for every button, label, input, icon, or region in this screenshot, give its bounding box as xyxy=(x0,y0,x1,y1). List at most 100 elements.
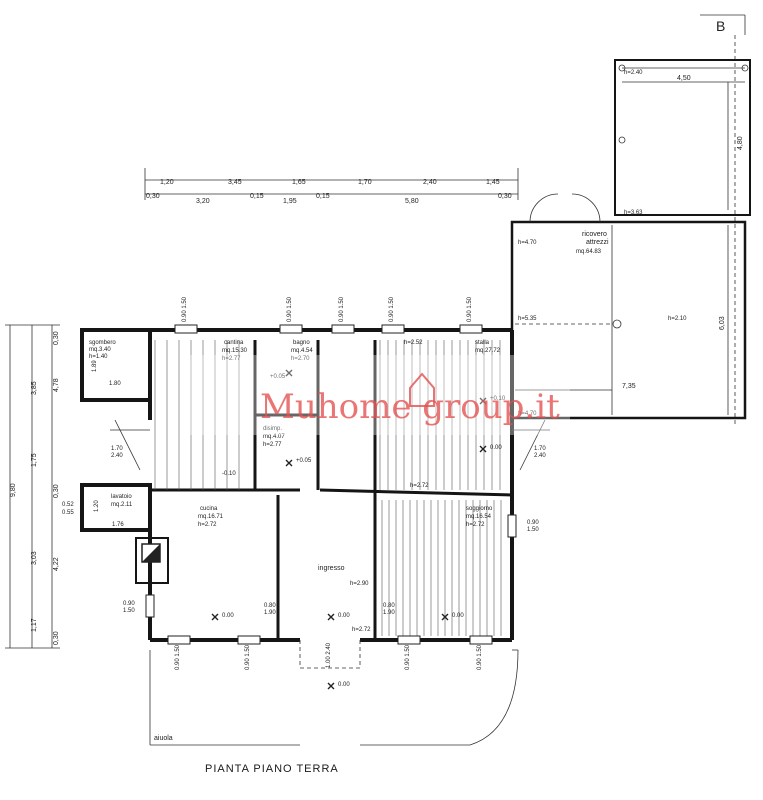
ricovero-height-right: h=2.10 xyxy=(668,316,687,322)
room-cucina-height: h=2.72 xyxy=(198,522,217,528)
level-1: +0.05 xyxy=(270,374,286,380)
level-marker-icon xyxy=(441,613,449,621)
win-top-4: 0.90 1.50 xyxy=(389,296,395,322)
level-marker-icon xyxy=(479,397,487,405)
door-cucina-1: 0.80 xyxy=(264,603,276,609)
win-top-3: 0.90 1.50 xyxy=(339,296,345,322)
dim-left-3: 4,78 xyxy=(53,378,60,392)
left-dimension-chain: 0,30 3,85 4,78 1,75 0,30 9,80 3,03 4,22 … xyxy=(5,324,60,649)
section-marker-label: B xyxy=(716,18,725,34)
garden: aiuola 1.00 2.40 xyxy=(149,640,519,746)
room-soggiorno-height: h=2.72 xyxy=(466,522,485,528)
room-sgombero-area: mq.3.40 xyxy=(89,347,111,353)
ingresso-height-low: h=2.72 xyxy=(352,627,371,633)
dim-bot-4: 1,95 xyxy=(283,198,297,205)
dim-bot-1: 0,30 xyxy=(146,193,160,200)
level-2: +0.05 xyxy=(296,458,312,464)
win-bot-1: 0.90 1.50 xyxy=(175,644,181,670)
dim-bot-3: 0,15 xyxy=(250,193,264,200)
win-left-label: 1.70 xyxy=(111,446,123,452)
win-right-label: 1.70 xyxy=(534,446,546,452)
win-top-2: 0.90 1.50 xyxy=(287,296,293,322)
dim-top-1: 1,20 xyxy=(160,179,174,186)
ricovero-height-mid: h=5.35 xyxy=(518,316,537,322)
door-soggiorno-2: 1.90 xyxy=(383,610,395,616)
floor-hatch xyxy=(154,340,502,636)
shed-dim-width: 4,50 xyxy=(677,75,691,82)
room-bagno-area: mq.4.54 xyxy=(291,348,313,354)
level-markers: +0.05 +0.05 +0.10 -0.10 0.00 0.00 0.00 0… xyxy=(211,369,506,690)
win-bot-3: 0.90 1.50 xyxy=(405,644,411,670)
win-top-1: 0.90 1.50 xyxy=(182,296,188,322)
dim-bot-6: 5,80 xyxy=(405,198,419,205)
dim-bot-5: 0,15 xyxy=(316,193,330,200)
dim-left-7: 3,03 xyxy=(31,551,38,565)
room-cantina-height: h=2.77 xyxy=(222,356,241,362)
lavatoio-dim-c: 1.20 xyxy=(94,500,100,512)
room-soggiorno-name: soggiorno xyxy=(466,506,493,512)
side-openings: 1.70 2.40 1.70 2.40 0.90 1.50 0.90 1.50 xyxy=(110,419,550,618)
room-labels: sgombero mq.3.40 h=1.40 1.89 1.80 cantin… xyxy=(62,340,501,633)
watermark: Muhome group.it xyxy=(190,355,570,435)
level-8: 0.00 xyxy=(452,613,464,619)
lavatoio-dim-b: 0.55 xyxy=(62,510,74,516)
room-cucina-name: cucina xyxy=(200,506,218,512)
dim-bot-2: 3,20 xyxy=(196,198,210,205)
fireplace xyxy=(135,537,169,584)
win-right-label2: 2.40 xyxy=(534,453,546,459)
plan-title: PIANTA PIANO TERRA xyxy=(205,763,339,775)
dim-top-5: 2,40 xyxy=(423,179,437,186)
level-4: -0.10 xyxy=(222,471,236,477)
ricovero-height-bottom: h=4.70 xyxy=(518,411,537,417)
room-ingresso-height: h=2.90 xyxy=(350,581,369,587)
lavatoio-dim-a: 0.52 xyxy=(62,502,74,508)
hall-height: h=2.52 xyxy=(404,340,423,346)
level-3: +0.10 xyxy=(490,396,506,402)
shed: h=2.40 4,50 4,80 h=3.63 xyxy=(614,59,751,216)
top-dimension-chain: 1,20 3,45 1,65 1,70 2,40 1,45 0,30 3,20 … xyxy=(144,168,519,205)
porch-dims: 1.00 2.40 xyxy=(326,642,332,668)
win-soggiorno-1: 0.90 xyxy=(527,520,539,526)
dim-top-6: 1,45 xyxy=(486,179,500,186)
room-sgombero-height: h=1.40 xyxy=(89,354,108,360)
ricovero-dim-depth: 6,03 xyxy=(719,316,726,330)
level-marker-icon xyxy=(327,682,335,690)
room-stalla-name: stalla xyxy=(475,340,490,346)
bottom-windows: 0.90 1.50 0.90 1.50 0.90 1.50 0.90 1.50 xyxy=(167,635,493,670)
dim-left-6: 9,80 xyxy=(10,483,17,497)
garden-label: aiuola xyxy=(154,735,173,742)
sgombero-dim-b: 1.80 xyxy=(109,381,121,387)
level-7: 0.00 xyxy=(338,613,350,619)
level-5: 0.00 xyxy=(490,445,502,451)
room-bagno-height: h=2.70 xyxy=(291,356,310,362)
door-cucina-2: 1.90 xyxy=(264,610,276,616)
room-cucina-area: mq.16.71 xyxy=(198,514,224,520)
level-marker-icon xyxy=(479,445,487,453)
room-stalla-area: mq.27.72 xyxy=(475,348,501,354)
dim-top-3: 1,65 xyxy=(292,179,306,186)
ricovero-block: ricovero attrezzi mq.64.83 h=4.70 h=5.35… xyxy=(510,193,747,420)
section-marker: B xyxy=(700,14,746,35)
sgombero-dim-a: 1.89 xyxy=(92,360,98,372)
room-sgombero-name: sgombero xyxy=(89,340,116,346)
lavatoio-dim-d: 1.76 xyxy=(112,522,124,528)
level-marker-icon xyxy=(327,613,335,621)
dim-top-2: 3,45 xyxy=(228,179,242,186)
level-marker-icon xyxy=(211,613,219,621)
ricovero-height-top: h=4.70 xyxy=(518,240,537,246)
room-lavatoio-area: mq.2.11 xyxy=(111,502,133,508)
shed-height-bottom: h=3.63 xyxy=(624,210,643,216)
dim-left-4: 1,75 xyxy=(31,453,38,467)
shed-height-top: h=2.40 xyxy=(624,70,643,76)
room-cantina-area: mq.15.30 xyxy=(222,348,248,354)
shed-dim-depth: 4,80 xyxy=(737,136,744,150)
dim-left-1: 0,30 xyxy=(53,331,60,345)
room-cantina-name: cantina xyxy=(224,340,244,346)
win-left-label2: 2.40 xyxy=(111,453,123,459)
win-top-5: 0.90 1.50 xyxy=(467,296,473,322)
ricovero-label: ricovero attrezzi xyxy=(582,231,609,246)
level-marker-icon xyxy=(285,369,293,377)
door-soggiorno-1: 0.80 xyxy=(383,603,395,609)
dim-left-2: 3,85 xyxy=(31,381,38,395)
ricovero-dim-width: 7,35 xyxy=(622,383,636,390)
